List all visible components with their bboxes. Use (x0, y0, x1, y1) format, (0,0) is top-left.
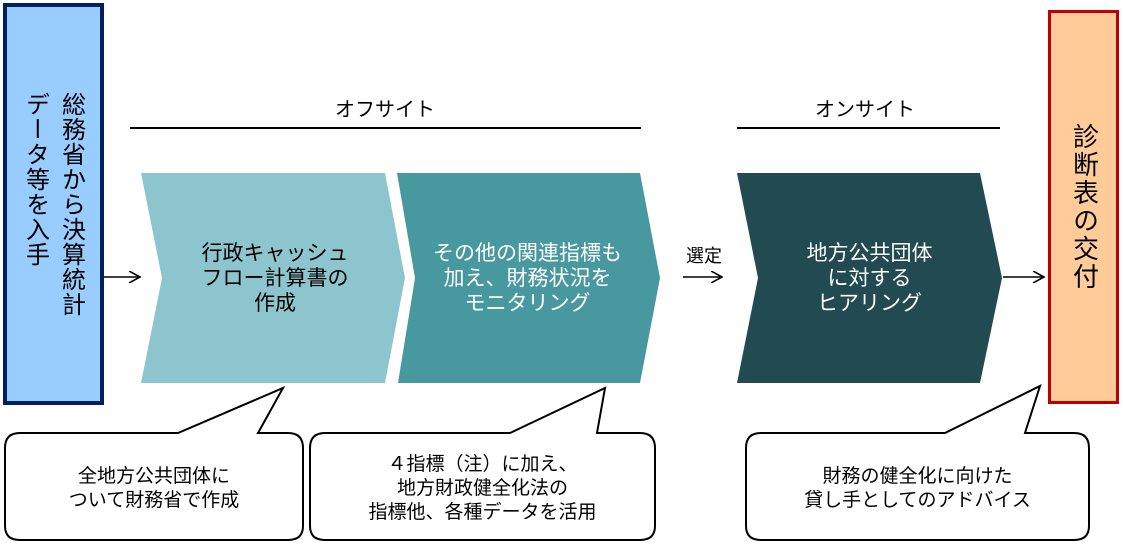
callout-3-text: 財務の健全化に向けた 貸し手としてのアドバイス (804, 464, 1031, 511)
selection-label: 選定 (686, 246, 722, 267)
callout-2-bubble (309, 386, 656, 541)
callout-2-text: ４指標（注）に加え、 地方財政健全化法の 指標他、各種データを活用 (368, 452, 597, 523)
callout-1-bubble (4, 385, 304, 541)
step-1-text: 行政キャッシュ フロー計算書の 作成 (201, 240, 349, 315)
result-text: 診断表の交付 (1068, 123, 1099, 291)
offsite-label: オフサイト (335, 97, 435, 121)
step-1-chevron (141, 173, 405, 383)
callout-1-text: 全地方公共団体に ついて財務省で作成 (68, 464, 240, 511)
step-2-chevron (395, 173, 660, 383)
result-box: 診断表の交付 (1048, 10, 1119, 404)
source-data-text: 総務省から決算統計 データ等を入手 (18, 92, 90, 317)
onsite-label: オンサイト (815, 97, 915, 121)
source-data-box: 総務省から決算統計 データ等を入手 (3, 3, 104, 405)
source-line-1: 総務省から決算統計 (57, 91, 86, 317)
step-3-chevron (737, 173, 1002, 383)
step-2-text: その他の関連指標も 加え、財務状況を モニタリング (433, 240, 622, 315)
source-line-2: データ等を入手 (21, 91, 50, 267)
callout-3-bubble (745, 384, 1090, 541)
step-3-text: 地方公共団体 に対する ヒアリング (806, 240, 933, 315)
